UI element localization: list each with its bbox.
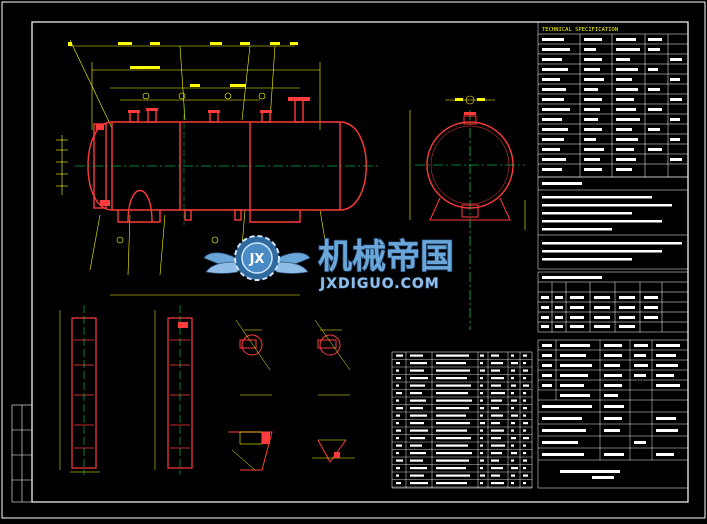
parts-list-table <box>391 351 533 489</box>
spec-table-header: TECHNICAL SPECIFICATION <box>542 27 618 33</box>
vessel-main-view <box>56 39 380 296</box>
detail-weld-a <box>228 431 273 471</box>
tech-requirements-block <box>537 176 689 270</box>
detail-nozzle-a <box>235 319 272 396</box>
vessel-balloons <box>116 92 266 244</box>
watermark-logo: JX <box>203 235 311 281</box>
vessel-nozzle-flanges <box>96 97 310 206</box>
watermark-logo-letters: JX <box>249 252 265 267</box>
vessel-shell <box>87 99 367 223</box>
detail-weld-b <box>312 439 355 463</box>
vessel-dimension-marks <box>68 42 298 87</box>
watermark-brand-url: JXDIGUO.COM <box>319 276 440 292</box>
detail-nozzle-b <box>314 319 351 396</box>
detail-saddle-right <box>154 305 193 475</box>
left-margin-strip <box>11 404 33 503</box>
spec-table-top-cells <box>542 38 682 171</box>
detail-saddle-left <box>59 305 100 475</box>
watermark-brand-cn: 机械帝国 <box>318 237 454 277</box>
nozzle-table <box>537 271 689 333</box>
spec-table-top <box>537 21 689 178</box>
vessel-end-view <box>409 95 526 330</box>
title-block <box>537 339 689 489</box>
